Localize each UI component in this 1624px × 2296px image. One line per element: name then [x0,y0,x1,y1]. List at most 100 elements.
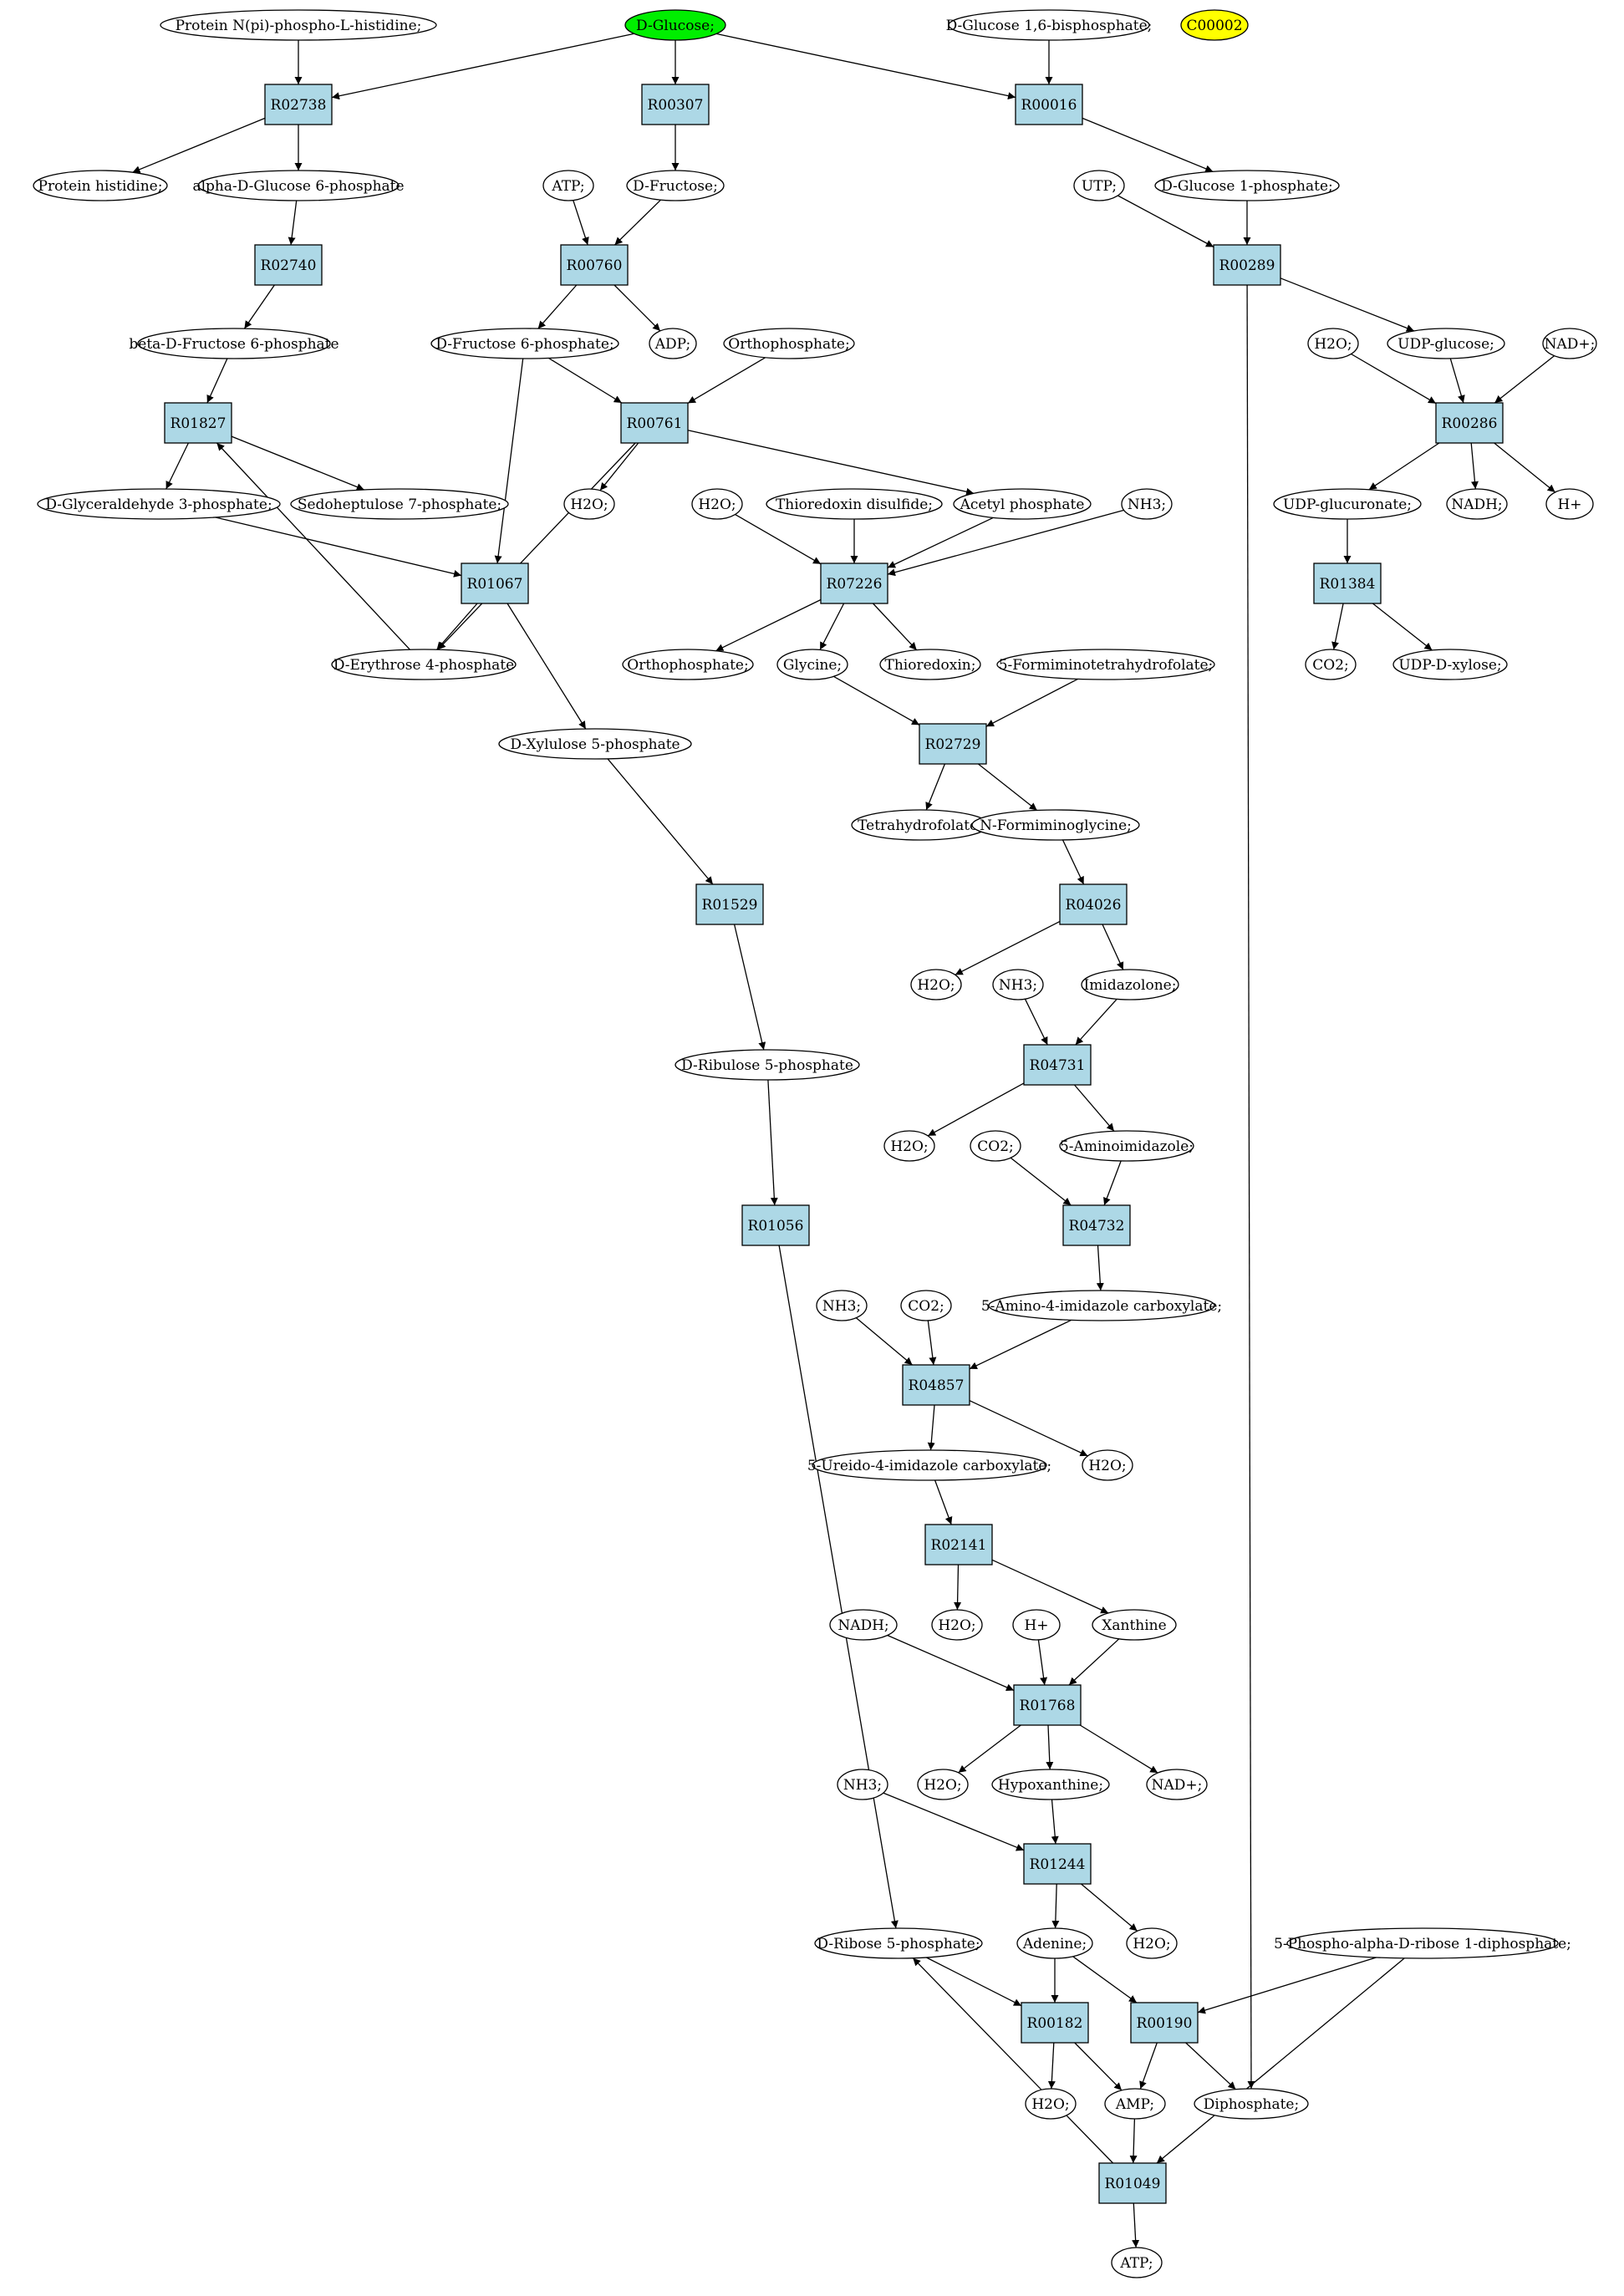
compound-node-c_h2o_f[interactable]: H2O; [1082,1449,1133,1481]
compound-node-c_acetylp[interactable]: Acetyl phosphate [953,488,1092,520]
compound-node-c_imid[interactable]: Imidazolone; [1081,969,1179,1000]
compound-node-c_nh3_c[interactable]: NH3; [816,1290,868,1321]
compound-node-c_dr5p[interactable]: D-Ribose 5-phosphate; [814,1927,983,1959]
compound-node-c_df6p[interactable]: D-Fructose 6-phosphate; [430,328,619,359]
reaction-node-r_R02740[interactable]: R02740 [254,244,323,286]
reaction-node-r_R00307[interactable]: R00307 [641,84,710,125]
reaction-node-r_R01067[interactable]: R01067 [461,563,529,604]
compound-node-c_c00002[interactable]: C00002 [1180,9,1249,41]
reaction-node-r_R00289[interactable]: R00289 [1213,244,1281,286]
compound-node-c_hypox[interactable]: Hypoxanthine; [991,1769,1110,1800]
compound-node-c_atp2[interactable]: ATP; [1111,2247,1163,2278]
compound-node-c_xanthine[interactable]: Xanthine [1092,1609,1177,1641]
compound-node-c_h2o_g[interactable]: H2O; [931,1609,983,1641]
reaction-node-r_R01768[interactable]: R01768 [1013,1684,1082,1726]
compound-node-c_pnp_his[interactable]: Protein N(pi)-phospho-L-histidine; [160,9,437,41]
compound-node-c_h2o_c[interactable]: H2O; [691,488,743,520]
reaction-node-r_R00182[interactable]: R00182 [1021,2002,1089,2044]
compound-node-c_h2o_b[interactable]: H2O; [563,488,615,520]
compound-node-c_nadh1[interactable]: NADH; [1446,488,1508,520]
reaction-node-r_R07226[interactable]: R07226 [820,563,888,604]
reaction-node-r_R01056[interactable]: R01056 [741,1204,810,1246]
compound-node-c_h2o_h[interactable]: H2O; [917,1769,969,1800]
edge-c_h2o_c-to-r_R07226 [735,513,822,565]
reaction-node-r_R00190[interactable]: R00190 [1130,2002,1199,2044]
compound-node-c_ortho1[interactable]: Orthophosphate; [723,328,855,359]
compound-node-c_bdf6p[interactable]: beta-D-Fructose 6-phosphate [129,328,339,359]
compound-node-c_utp[interactable]: UTP; [1073,170,1125,201]
compound-node-c_dx5p[interactable]: D-Xylulose 5-phosphate [498,728,692,760]
node-label: CO2; [1312,657,1349,674]
reaction-node-r_R04732[interactable]: R04732 [1062,1204,1131,1246]
reaction-node-r_R02141[interactable]: R02141 [924,1524,993,1565]
compound-node-c_dglucose[interactable]: D-Glucose; [624,9,726,41]
compound-node-c_co2_a[interactable]: CO2; [1305,649,1357,680]
compound-node-c_udpglcA[interactable]: UDP-glucuronate; [1273,488,1422,520]
compound-node-c_nad2[interactable]: NAD+; [1146,1769,1208,1800]
compound-node-c_ortho2[interactable]: Orthophosphate; [622,649,754,680]
compound-node-c_nh3_a[interactable]: NH3; [1121,488,1173,520]
compound-ellipse [1387,328,1505,359]
compound-ellipse [1545,488,1594,520]
compound-node-c_thf[interactable]: Tetrahydrofolate; [851,809,990,841]
compound-node-c_thiodis[interactable]: Thioredoxin disulfide; [766,488,943,520]
compound-node-c_5fthf[interactable]: 5-Formiminotetrahydrofolate; [996,649,1215,680]
compound-node-c_hplus2[interactable]: H+ [1012,1609,1061,1641]
reaction-node-r_R00760[interactable]: R00760 [560,244,629,286]
compound-node-c_glycine[interactable]: Glycine; [776,649,848,680]
reaction-node-r_R01529[interactable]: R01529 [695,883,764,925]
compound-node-c_dg16bp[interactable]: D-Glucose 1,6-bisphosphate; [946,9,1153,41]
compound-node-c_adenine[interactable]: Adenine; [1016,1927,1093,1959]
compound-node-c_5a4ic[interactable]: 5-Amino-4-imidazole carboxylate; [981,1290,1222,1321]
compound-node-c_h2o_i[interactable]: H2O; [1126,1927,1178,1959]
compound-node-c_de4p[interactable]: D-Erythrose 4-phosphate [331,649,517,680]
compound-node-c_prot_his[interactable]: Protein histidine; [33,170,168,201]
compound-node-c_h2o_d[interactable]: H2O; [910,969,962,1000]
edge-r_R00190-to-c_diphos [1185,2042,1236,2090]
compound-node-c_sed7p[interactable]: Sedoheptulose 7-phosphate; [290,488,509,520]
node-label: CO2; [908,1298,944,1315]
compound-node-c_co2_b[interactable]: CO2; [970,1130,1021,1162]
reaction-node-r_R04731[interactable]: R04731 [1023,1044,1092,1086]
compound-node-c_dga3p[interactable]: D-Glyceraldehyde 3-phosphate; [37,488,281,520]
compound-node-c_5u4ic[interactable]: 5-Ureido-4-imidazole carboxylate; [807,1449,1051,1481]
compound-node-c_h2o_a[interactable]: H2O; [1307,328,1359,359]
compound-node-c_atp1[interactable]: ATP; [542,170,594,201]
compound-ellipse [988,1290,1215,1321]
reaction-node-r_R04857[interactable]: R04857 [902,1364,970,1406]
compound-node-c_hplus1[interactable]: H+ [1545,488,1594,520]
compound-node-c_nh3_b[interactable]: NH3; [992,969,1044,1000]
compound-node-c_nh3_d[interactable]: NH3; [837,1769,888,1800]
compound-node-c_h2o_j[interactable]: H2O; [1025,2088,1077,2120]
compound-node-c_nad1[interactable]: NAD+; [1542,328,1597,359]
compound-node-c_amp[interactable]: AMP; [1104,2088,1166,2120]
compound-node-c_adg6p[interactable]: alpha-D-Glucose 6-phosphate [192,170,405,201]
reaction-node-r_R04026[interactable]: R04026 [1059,883,1128,925]
reaction-node-r_R00286[interactable]: R00286 [1435,402,1504,444]
reaction-node-r_R02738[interactable]: R02738 [264,84,333,125]
compound-node-c_5ai[interactable]: 5-Aminoimidazole; [1059,1130,1194,1162]
compound-node-c_thio[interactable]: Thioredoxin; [879,649,981,680]
compound-node-c_prpp[interactable]: 5-Phospho-alpha-D-ribose 1-diphosphate; [1274,1927,1571,1959]
compound-node-c_co2_c[interactable]: CO2; [900,1290,952,1321]
edge-r_R00286-to-c_udpglcA [1368,442,1440,491]
compound-node-c_nfg[interactable]: N-Formiminoglycine; [971,809,1140,841]
node-label: Orthophosphate; [627,657,748,674]
reaction-node-r_R02729[interactable]: R02729 [919,723,987,765]
reaction-node-r_R01244[interactable]: R01244 [1023,1843,1092,1885]
compound-node-c_dru5p[interactable]: D-Ribulose 5-phosphate [675,1049,860,1081]
reaction-node-r_R00016[interactable]: R00016 [1015,84,1083,125]
compound-node-c_nadh2[interactable]: NADH; [829,1609,898,1641]
compound-node-c_adp[interactable]: ADP; [649,328,697,359]
reaction-node-r_R01827[interactable]: R01827 [164,402,232,444]
reaction-node-r_R01384[interactable]: R01384 [1313,563,1382,604]
compound-node-c_udpglc[interactable]: UDP-glucose; [1387,328,1505,359]
reaction-box [919,723,987,765]
compound-node-c_diphos[interactable]: Diphosphate; [1194,2088,1309,2120]
compound-node-c_h2o_e[interactable]: H2O; [883,1130,935,1162]
compound-node-c_udpxyl[interactable]: UDP-D-xylose; [1392,649,1508,680]
compound-node-c_dfructose[interactable]: D-Fructose; [626,170,725,201]
compound-node-c_dg1p[interactable]: D-Glucose 1-phosphate; [1154,170,1340,201]
reaction-node-r_R00761[interactable]: R00761 [620,402,689,444]
reaction-node-r_R01049[interactable]: R01049 [1098,2162,1167,2204]
